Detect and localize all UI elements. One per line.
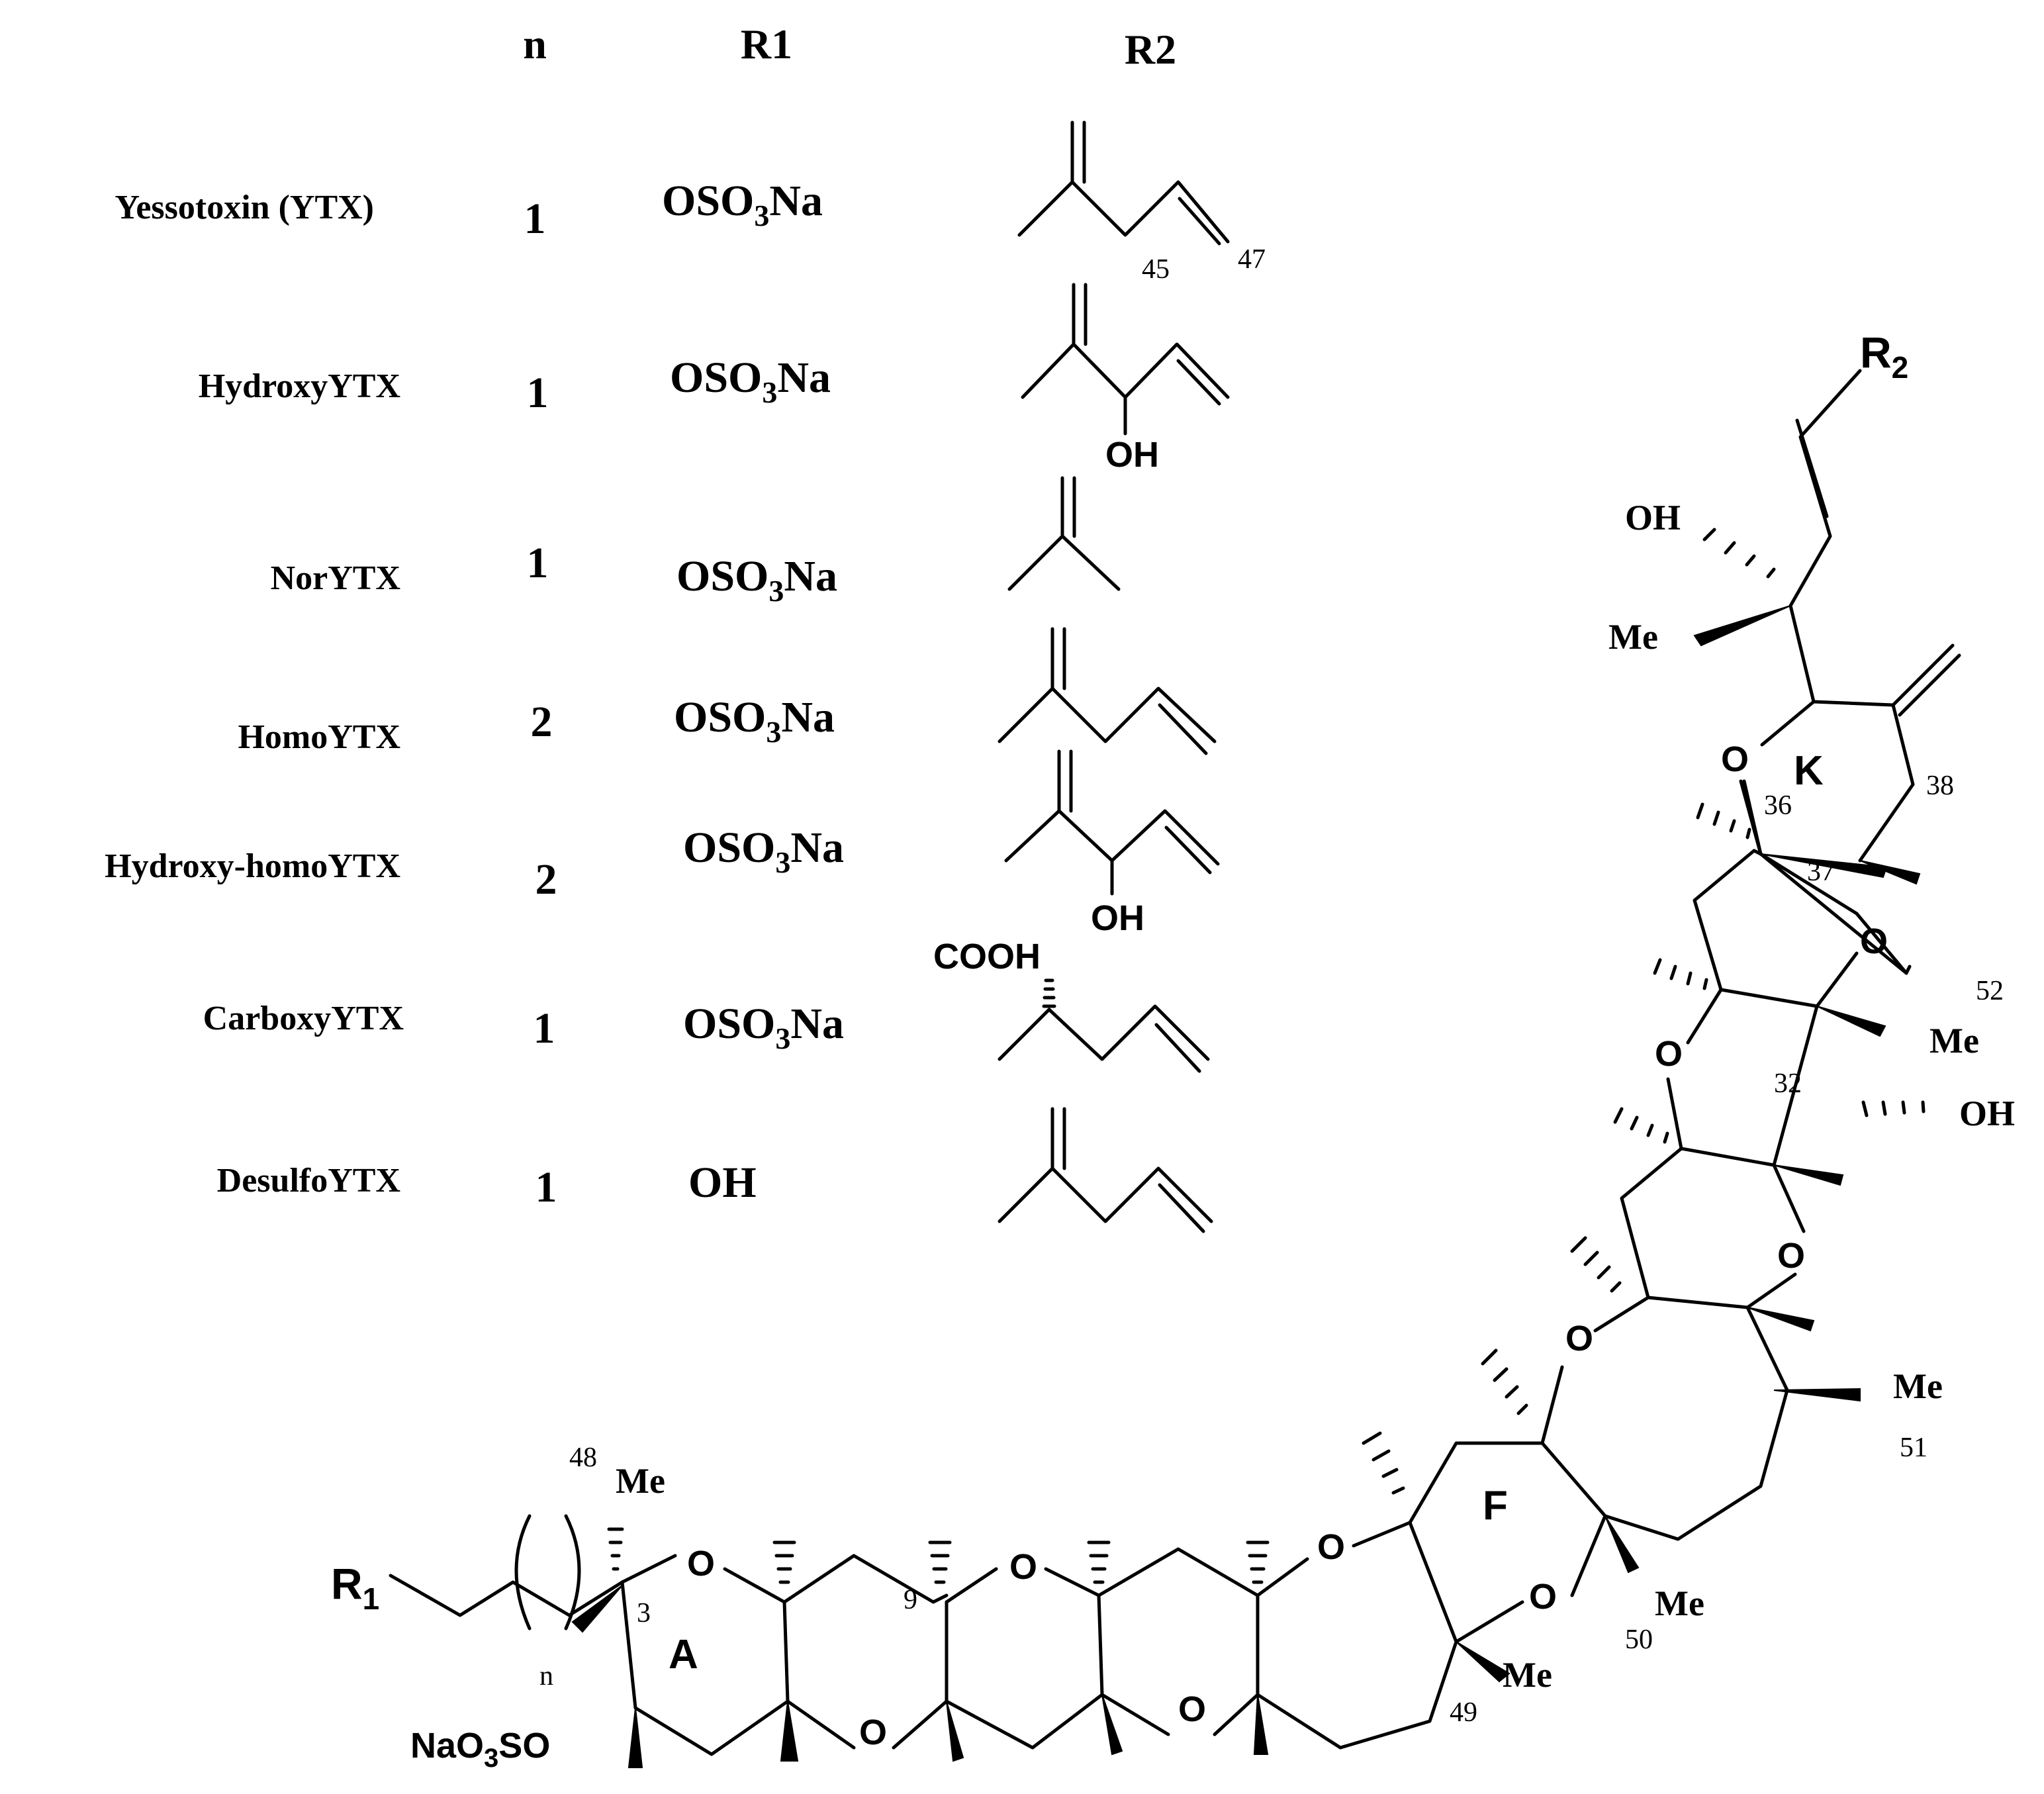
row-r1-hydroxyytx: OSO3Na — [670, 354, 831, 409]
row-n-hydroxyytx: 1 — [527, 369, 549, 417]
row-r1-hydroxyhomoytx: OSO3Na — [683, 824, 844, 879]
row-r1-norytx: OSO3Na — [676, 552, 837, 608]
r2-structure-carboxyytx: COOH — [933, 937, 1210, 1073]
r2-structure-desulfoytx — [998, 1107, 1213, 1233]
carbon-49: 49 — [1450, 1697, 1477, 1728]
header-r2: R2 — [1125, 26, 1176, 73]
r2-carboxyytx-hash-bond — [1042, 978, 1056, 1008]
r2-structure-norytx — [1007, 476, 1121, 591]
stereo-wedges — [571, 605, 1921, 1768]
carbon-51: 51 — [1900, 1433, 1928, 1463]
row-r1-desulfoytx: OH — [688, 1158, 757, 1207]
carbon-37: 37 — [1807, 857, 1835, 887]
carbon-9: 9 — [904, 1585, 917, 1615]
row-n-desulfoytx: 1 — [535, 1163, 557, 1211]
me-label-top: Me — [1608, 617, 1658, 657]
header-r1: R1 — [741, 21, 792, 68]
struct-naso3-label: NaO3SO — [410, 1726, 550, 1773]
row-n-norytx: 1 — [527, 539, 549, 587]
r2-structure-homoytx — [998, 627, 1217, 755]
oxygen-7: O — [1565, 1319, 1593, 1358]
oxygen-9: O — [1655, 1034, 1683, 1074]
me-label-48: Me — [616, 1461, 665, 1501]
r2-carboxyytx-cooh: COOH — [933, 937, 1041, 976]
row-name-norytx: NorYTX — [271, 559, 400, 597]
main-structure: n — [389, 369, 1961, 1756]
carbon-38: 38 — [1926, 771, 1954, 801]
oh-label-32: OH — [1959, 1094, 2015, 1133]
oxygen-10: O — [1860, 921, 1888, 961]
r2-hydroxyhomoytx-oh: OH — [1091, 898, 1144, 938]
me-label-49: Me — [1503, 1655, 1552, 1695]
ring-a-label: A — [669, 1632, 698, 1677]
ring-k-label: K — [1794, 748, 1824, 794]
r2-structure-ytx: 45 47 — [1017, 120, 1266, 285]
r2-ytx-c45: 45 — [1142, 254, 1170, 285]
me-label-50: Me — [1655, 1583, 1704, 1623]
carbon-32: 32 — [1774, 1068, 1802, 1099]
oxygen-8: O — [1777, 1236, 1805, 1276]
row-name-homoytx: HomoYTX — [238, 718, 400, 756]
carbon-3: 3 — [637, 1598, 651, 1629]
header-n: n — [523, 21, 547, 68]
row-n-homoytx: 2 — [531, 698, 553, 746]
row-name-hydroxyhomoytx: Hydroxy-homoYTX — [105, 847, 400, 885]
row-n-hydroxyhomoytx: 2 — [535, 855, 557, 904]
row-r1-carboxyytx: OSO3Na — [683, 1000, 844, 1055]
oxygen-6: O — [1529, 1577, 1557, 1617]
me-label-52: Me — [1929, 1021, 1979, 1061]
row-name-hydroxyytx: HydroxyYTX — [199, 367, 400, 405]
row-name-carboxyytx: CarboxyYTX — [203, 1000, 404, 1037]
me-label-51: Me — [1893, 1366, 1943, 1406]
row-r1-homoytx: OSO3Na — [674, 693, 835, 749]
row-name-desulfoytx: DesulfoYTX — [217, 1162, 400, 1200]
oxygen-2: O — [859, 1713, 887, 1752]
oxygen-5: O — [1317, 1527, 1345, 1567]
r2-ytx-c47: 47 — [1238, 244, 1266, 275]
carbon-50: 50 — [1625, 1625, 1653, 1655]
row-name-ytx: Yessotoxin (YTX) — [115, 189, 374, 226]
struct-r1-label: R1 — [331, 1559, 379, 1616]
oxygen-3: O — [1009, 1547, 1037, 1587]
carbon-48: 48 — [569, 1442, 597, 1473]
oxygen-4: O — [1178, 1689, 1206, 1729]
carbon-36: 36 — [1764, 790, 1792, 821]
row-n-ytx: 1 — [524, 195, 546, 243]
ring-f-label: F — [1483, 1483, 1508, 1529]
r2-structure-hydroxyytx: OH — [1021, 283, 1230, 475]
oh-label-top: OH — [1625, 498, 1681, 538]
stereo-hashes — [607, 528, 1926, 1584]
oxygen-1: O — [687, 1544, 715, 1583]
row-r1-ytx: OSO3Na — [662, 177, 823, 232]
oxygen-11: O — [1721, 739, 1749, 779]
r2-structure-hydroxyhomoytx: OH — [1004, 749, 1220, 938]
row-n-carboxyytx: 1 — [534, 1004, 555, 1053]
r2-hydroxyytx-oh: OH — [1105, 435, 1159, 475]
carbon-52: 52 — [1976, 976, 2004, 1006]
n-label: n — [539, 1661, 553, 1691]
struct-r2-label: R2 — [1860, 328, 1908, 385]
